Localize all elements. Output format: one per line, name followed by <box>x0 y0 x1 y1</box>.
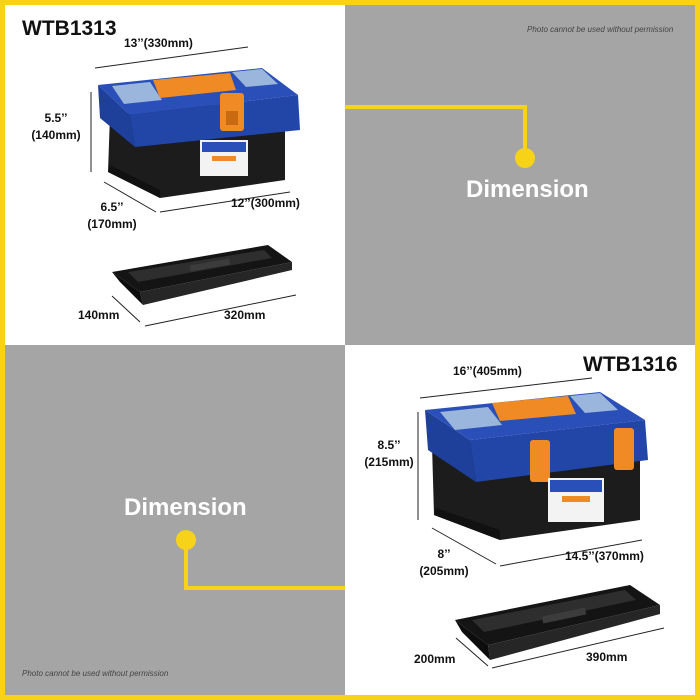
small-tray-length-label: 320mm <box>224 308 266 322</box>
dim-line-large-tray-depth <box>455 637 489 667</box>
small-depth-inches: 6.5’’ <box>100 200 124 214</box>
tray-small-image <box>112 245 292 305</box>
dim-line-small-tray-depth <box>111 295 141 323</box>
panel-top-right <box>345 5 695 345</box>
large-depth-mm: (205mm) <box>419 564 469 578</box>
dimension-title-top: Dimension <box>466 176 589 203</box>
large-tray-depth-label: 200mm <box>414 652 456 666</box>
large-height-mm: (215mm) <box>364 455 414 469</box>
large-height-label: 8.5’’ (215mm) <box>359 437 419 471</box>
dim-line-small-depth <box>103 181 157 213</box>
toolbox-large-image <box>425 392 648 540</box>
permission-notice-bottom: Photo cannot be used without permission <box>22 669 169 678</box>
large-height-inches: 8.5’’ <box>377 438 401 452</box>
connector-dot-top <box>515 148 535 168</box>
connector-dot-bottom <box>176 530 196 550</box>
permission-notice-top: Photo cannot be used without permission <box>527 25 674 34</box>
dim-line-large-tray-length <box>491 627 665 669</box>
model-label-small: WTB1313 <box>22 17 117 40</box>
panel-bottom-left <box>5 345 345 695</box>
dimension-title-bottom: Dimension <box>124 494 247 521</box>
small-height-label: 5.5’’ (140mm) <box>31 110 81 144</box>
dim-line-small-base <box>159 191 291 213</box>
small-width-label: 13’’(330mm) <box>124 36 193 50</box>
large-depth-inches: 8’’ <box>437 547 451 561</box>
small-height-inches: 5.5’’ <box>44 111 68 125</box>
toolbox-small-image <box>98 68 300 198</box>
large-width-label: 16’’(405mm) <box>453 364 522 378</box>
small-tray-depth-label: 140mm <box>78 308 120 322</box>
small-base-label: 12’’(300mm) <box>231 196 300 210</box>
dim-line-small-width <box>94 46 249 69</box>
small-depth-mm: (170mm) <box>87 217 137 231</box>
small-depth-label: 6.5’’ (170mm) <box>82 199 142 233</box>
connector-line-top <box>345 105 527 158</box>
tray-large-image <box>455 585 660 660</box>
dim-line-large-base <box>499 539 643 567</box>
dim-line-large-width <box>419 377 593 399</box>
dim-line-small-tray-length <box>144 294 297 327</box>
small-height-mm: (140mm) <box>31 128 81 142</box>
connector-line-bottom <box>184 540 345 590</box>
model-label-large: WTB1316 <box>583 353 678 376</box>
dim-line-large-depth <box>431 527 497 565</box>
large-tray-length-label: 390mm <box>586 650 628 664</box>
large-depth-label: 8’’ (205mm) <box>414 546 474 580</box>
large-base-label: 14.5’’(370mm) <box>565 549 644 563</box>
